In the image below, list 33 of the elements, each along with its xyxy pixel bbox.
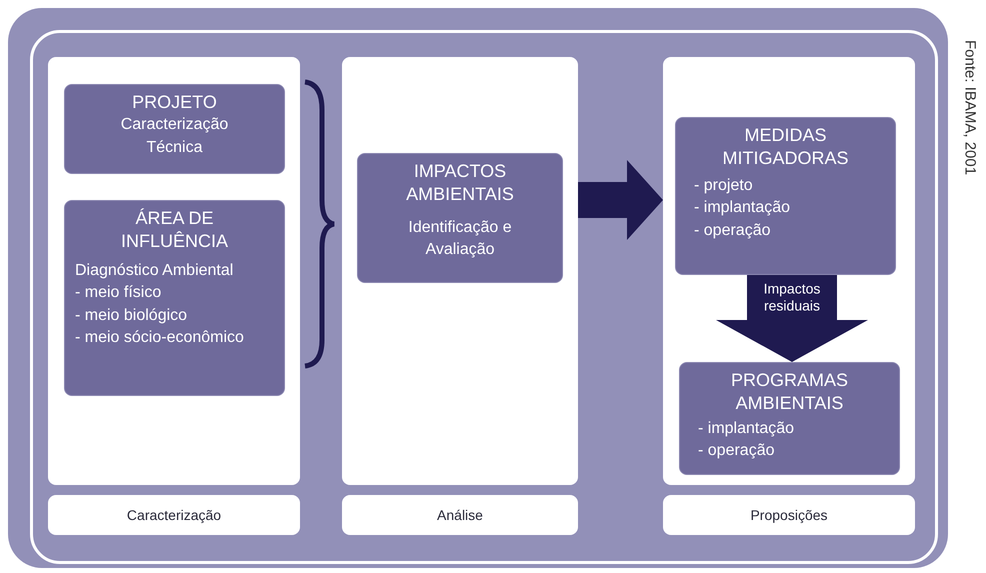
box-heading: ÁREA DE INFLUÊNCIA [120, 207, 229, 254]
edge-label: Impactos residuais [762, 280, 822, 315]
box-text: - implantação [697, 418, 796, 439]
panel [663, 57, 915, 485]
box-text: - meio físico [75, 283, 162, 304]
column-label: Proposições [750, 507, 828, 523]
content-box [357, 153, 563, 283]
column-label-box [48, 495, 300, 535]
box-heading: MEDIDAS MITIGADORAS [721, 124, 850, 170]
content-box [679, 362, 900, 475]
panel [48, 57, 300, 485]
box-heading: PROJETO [132, 91, 217, 114]
box-text: Diagnóstico Ambiental [75, 260, 234, 281]
column-label-box [342, 495, 578, 535]
panel [342, 57, 578, 485]
content-box [64, 84, 285, 174]
box-text: Caracterização Técnica [120, 115, 230, 158]
column-label-box [663, 495, 915, 535]
box-text: - operação [697, 441, 776, 462]
box-text: - operação [693, 220, 772, 241]
column-label: Caracterização [126, 507, 222, 523]
box-heading: PROGRAMAS AMBIENTAIS [730, 369, 850, 416]
box-text: - meio biológico [75, 306, 188, 326]
block-arrow [578, 160, 663, 240]
source-note: Fonte: IBAMA, 2001 [962, 40, 978, 176]
column-label: Análise [437, 507, 483, 523]
content-box [675, 117, 896, 275]
box-text: Identificação e Avaliação [407, 218, 513, 260]
box-text: - implantação [693, 198, 792, 218]
box-text: - meio sócio-econômico [75, 328, 245, 348]
content-box [64, 200, 285, 396]
box-heading: IMPACTOS AMBIENTAIS [405, 160, 515, 206]
box-text: - projeto [693, 176, 754, 196]
